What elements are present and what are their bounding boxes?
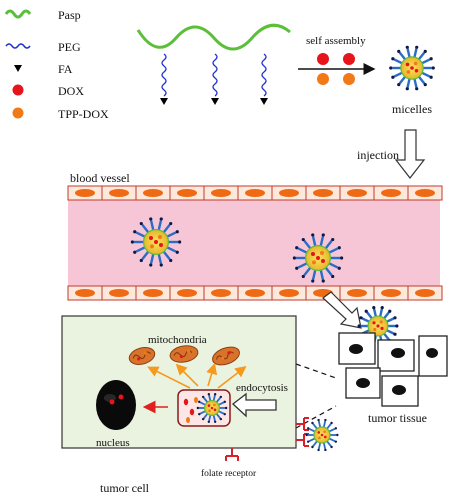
- tpp-dox-icon: [343, 73, 355, 85]
- folate-receptor-icon: [296, 417, 309, 431]
- zoom-line: [295, 363, 337, 379]
- vessel-wall-bottom: [67, 285, 443, 301]
- zoom-line: [295, 405, 337, 429]
- micelle: [389, 45, 435, 91]
- dox-icon: [343, 53, 355, 65]
- endothelial-nucleus: [381, 189, 401, 197]
- mitochondrion: [169, 345, 199, 363]
- dox-icon: [109, 399, 115, 405]
- endothelial-nucleus: [211, 289, 231, 297]
- endothelial-nucleus: [313, 189, 333, 197]
- endothelial-nucleus: [245, 189, 265, 197]
- endothelial-nucleus: [347, 189, 367, 197]
- legend: Pasp PEG FA DOX TPP-DOX: [4, 8, 109, 121]
- endothelial-nucleus: [143, 189, 163, 197]
- vessel-wall-top: [67, 185, 443, 201]
- pasp-backbone: [136, 23, 291, 51]
- release-arrow: [147, 366, 191, 389]
- tissue-nucleus: [392, 385, 406, 395]
- legend-tpp-dox-icon: [12, 107, 24, 119]
- endothelial-nucleus: [381, 289, 401, 297]
- legend-peg-icon: [5, 43, 31, 49]
- self-assembly-label: self assembly: [306, 35, 366, 47]
- legend-dox-label: DOX: [58, 84, 84, 98]
- mitochondria-label: mitochondria: [148, 334, 207, 346]
- injection-label: injection: [357, 148, 399, 162]
- release-arrow: [175, 363, 199, 387]
- peg-chain-2: [211, 53, 219, 105]
- extravasation-arrow: [322, 291, 362, 329]
- endothelial-nucleus: [109, 189, 129, 197]
- tumor-tissue-label: tumor tissue: [368, 411, 427, 425]
- injection-arrow: [394, 129, 426, 179]
- tissue-nucleus: [349, 344, 363, 354]
- micelle: [196, 392, 228, 424]
- tissue-nucleus: [426, 348, 438, 358]
- legend-tpp-dox-label: TPP-DOX: [58, 107, 109, 121]
- endothelial-nucleus: [177, 189, 197, 197]
- tumor-cell: mitochondria: [61, 315, 309, 461]
- polymer-conjugate: [136, 23, 291, 105]
- legend-dox-icon: [12, 84, 24, 96]
- mitochondrion: [212, 346, 240, 366]
- peg-chain-1: [160, 53, 168, 105]
- fa-icon: [211, 98, 219, 105]
- micelles-label: micelles: [392, 102, 432, 116]
- micelle: [292, 233, 344, 283]
- dox-icon: [183, 398, 189, 406]
- endothelial-nucleus: [75, 289, 95, 297]
- tissue-nucleus: [391, 348, 405, 358]
- release-arrow: [206, 362, 218, 387]
- tumor-cell-label: tumor cell: [100, 481, 150, 495]
- endocytosis-arrow: [231, 392, 277, 418]
- endothelial-nucleus: [109, 289, 129, 297]
- folate-receptor-label: folate receptor: [201, 468, 257, 479]
- dox-icon: [189, 408, 195, 416]
- micelle: [305, 418, 339, 452]
- endocytosis-label: endocytosis: [236, 382, 288, 394]
- blood-vessel-label: blood vessel: [70, 171, 130, 185]
- legend-fa-icon: [14, 65, 22, 72]
- endothelial-nucleus: [347, 289, 367, 297]
- fa-icon: [160, 98, 168, 105]
- tissue-nucleus: [356, 378, 370, 388]
- dox-icon: [317, 53, 329, 65]
- blood-vessel: [67, 185, 443, 301]
- folate-receptor-icon: [296, 433, 309, 447]
- legend-pasp-label: Pasp: [58, 8, 81, 22]
- nucleus-label: nucleus: [96, 437, 130, 449]
- peg-chain-3: [260, 53, 268, 105]
- endothelial-nucleus: [415, 189, 435, 197]
- tpp-dox-icon: [194, 397, 198, 403]
- nucleus: [96, 380, 136, 430]
- endothelial-nucleus: [211, 189, 231, 197]
- folate-receptor-icon: [225, 448, 239, 461]
- legend-fa-label: FA: [58, 62, 73, 76]
- endothelial-nucleus: [415, 289, 435, 297]
- legend-pasp-icon: [4, 9, 32, 19]
- endothelial-nucleus: [279, 289, 299, 297]
- endothelial-nucleus: [177, 289, 197, 297]
- dox-icon: [118, 394, 124, 400]
- endothelial-nucleus: [245, 289, 265, 297]
- endothelial-nucleus: [75, 189, 95, 197]
- endothelial-nucleus: [279, 189, 299, 197]
- micelle: [130, 217, 182, 267]
- legend-peg-label: PEG: [58, 40, 81, 54]
- tpp-dox-icon: [186, 417, 190, 423]
- release-arrow: [217, 366, 247, 389]
- tumor-tissue: [338, 305, 448, 407]
- endothelial-nucleus: [143, 289, 163, 297]
- fa-icon: [260, 98, 268, 105]
- tpp-dox-icon: [317, 73, 329, 85]
- mitochondrion: [128, 347, 156, 365]
- vessel-lumen: [68, 200, 440, 286]
